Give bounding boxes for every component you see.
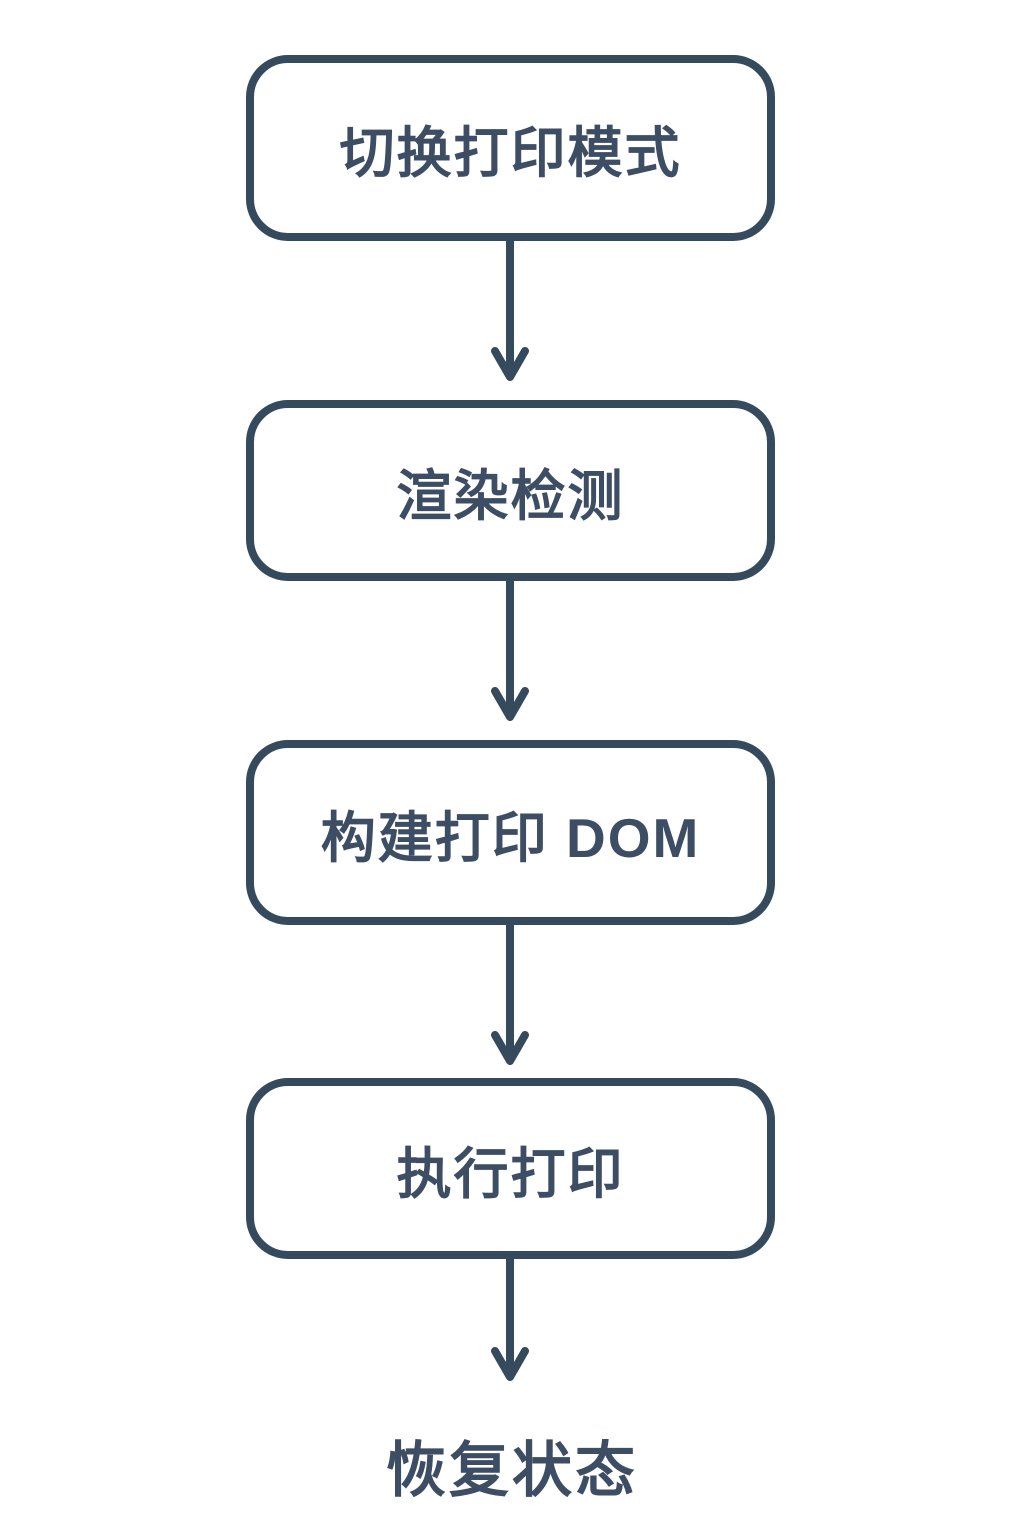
node-render-detection: 渲染检测 <box>246 400 775 581</box>
node-label: 恢复状态 <box>386 1437 638 1504</box>
down-arrow-icon <box>491 579 529 721</box>
node-switch-print-mode: 切换打印模式 <box>246 55 775 241</box>
node-label: 切换打印模式 <box>339 122 682 184</box>
down-arrow-icon <box>491 1257 529 1381</box>
node-label: 构建打印 DOM <box>320 806 701 869</box>
node-restore-state: 恢复状态 <box>0 1422 1024 1509</box>
node-label: 执行打印 <box>396 1142 625 1205</box>
down-arrow <box>488 239 532 387</box>
down-arrow-icon <box>491 239 529 381</box>
node-label: 渲染检测 <box>396 464 625 527</box>
down-arrow-icon <box>491 923 529 1065</box>
down-arrow <box>488 923 532 1071</box>
node-execute-print: 执行打印 <box>246 1078 775 1259</box>
down-arrow <box>488 1257 532 1387</box>
down-arrow <box>488 579 532 727</box>
node-build-print-dom: 构建打印 DOM <box>246 740 775 925</box>
